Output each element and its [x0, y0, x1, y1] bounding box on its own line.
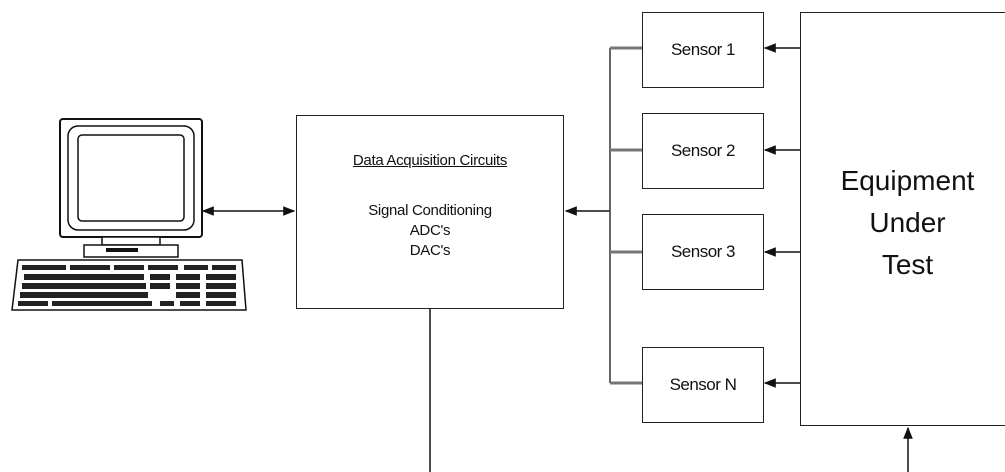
computer-icon [11, 118, 247, 311]
sensor-1-box: Sensor 1 [642, 12, 764, 88]
equipment-label-line2: Under [869, 207, 946, 238]
daq-signal-conditioning: Signal Conditioning [368, 202, 492, 219]
daq-adcs: ADC's [409, 222, 451, 239]
equipment-under-test-box: Equipment Under Test [800, 12, 1005, 426]
sensor-n-box: Sensor N [642, 347, 764, 423]
keyboard-icon [11, 259, 247, 311]
daq-title: Data Acquisition Circuits [352, 152, 508, 169]
sensor-3-label: Sensor 3 [670, 242, 736, 261]
equipment-label-line3: Test [881, 249, 934, 280]
sensor-3-box: Sensor 3 [642, 214, 764, 290]
daq-dacs: DAC's [409, 242, 451, 259]
sensor-2-label: Sensor 2 [670, 141, 736, 160]
sensor-2-box: Sensor 2 [642, 113, 764, 189]
sensor-n-label: Sensor N [669, 375, 737, 394]
sensor-1-label: Sensor 1 [670, 40, 736, 59]
equipment-label-line1: Equipment [840, 165, 975, 196]
data-acquisition-box: Data Acquisition Circuits Signal Conditi… [296, 115, 564, 309]
